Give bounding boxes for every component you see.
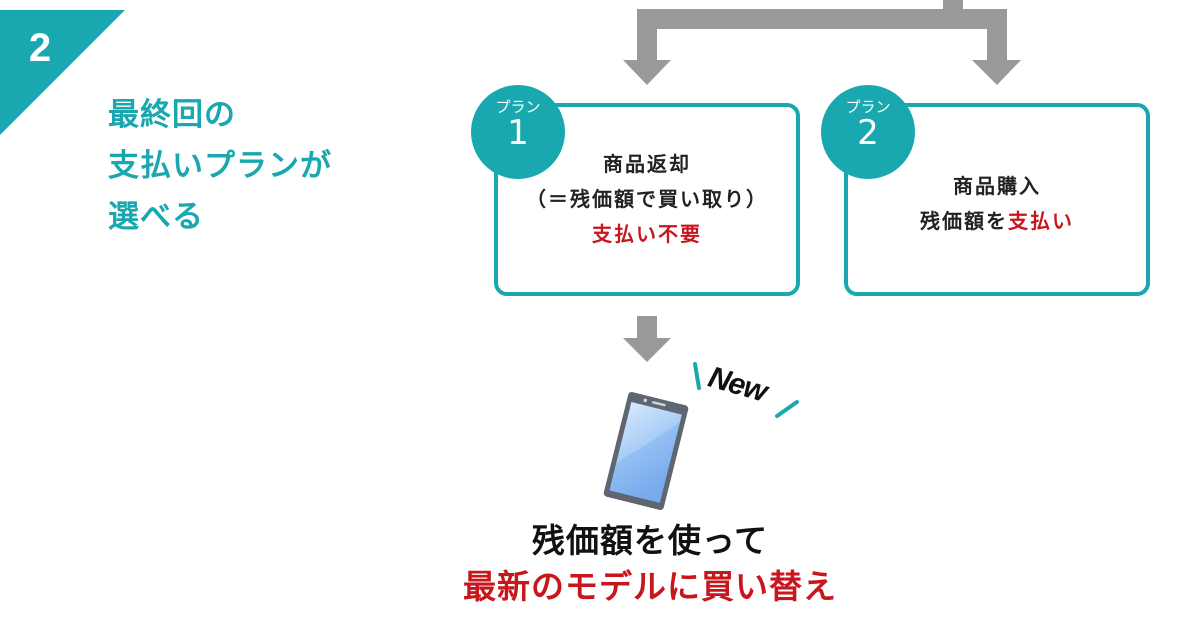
arrow-down-icon (623, 9, 671, 85)
plan-2-description: 商品購入 残価額を支払い (848, 169, 1146, 239)
step-corner-marker (0, 10, 125, 135)
smartphone-icon (603, 391, 689, 511)
plan-badge-number: 1 (507, 113, 529, 153)
new-accent-right (775, 400, 799, 418)
plan-badge-label: プラン (495, 98, 541, 116)
corner-triangle (0, 10, 125, 135)
section-heading: 最終回の 支払いプランが 選べる (108, 90, 332, 243)
heading-line: 支払いプランが (108, 148, 332, 184)
step-number: 2 (28, 26, 52, 70)
plan-2-prefix: 残価額を (920, 209, 1008, 233)
arrow-split-bar (637, 9, 1007, 29)
plan-2-highlight: 支払い (1008, 209, 1074, 233)
bottom-highlight: 最新のモデルに買い替え (463, 567, 837, 606)
heading-line: 選べる (108, 199, 204, 235)
arrow-down-icon (972, 9, 1021, 85)
arrow-down-icon (623, 316, 671, 362)
bottom-caption: 残価額を使って (531, 521, 769, 560)
plan-1-line: 商品返却 (603, 152, 691, 176)
plan-1-line: （＝残価額で買い取り） (526, 187, 768, 211)
plan-1-description: 商品返却 （＝残価額で買い取り） 支払い不要 (498, 147, 796, 252)
plan-badge-label: プラン (845, 98, 891, 116)
plan-card-2: 商品購入 残価額を支払い (844, 103, 1150, 296)
heading-line: 最終回の (108, 97, 236, 133)
plan-badge-number: 2 (857, 113, 879, 153)
plan-2-line: 残価額を支払い (848, 204, 1146, 239)
plan-2-line: 商品購入 (953, 174, 1041, 198)
plan-2-badge: プラン 2 (821, 85, 915, 179)
plan-1-badge: プラン 1 (471, 85, 565, 179)
plan-1-highlight: 支払い不要 (592, 222, 702, 246)
new-accent-left (693, 362, 701, 390)
